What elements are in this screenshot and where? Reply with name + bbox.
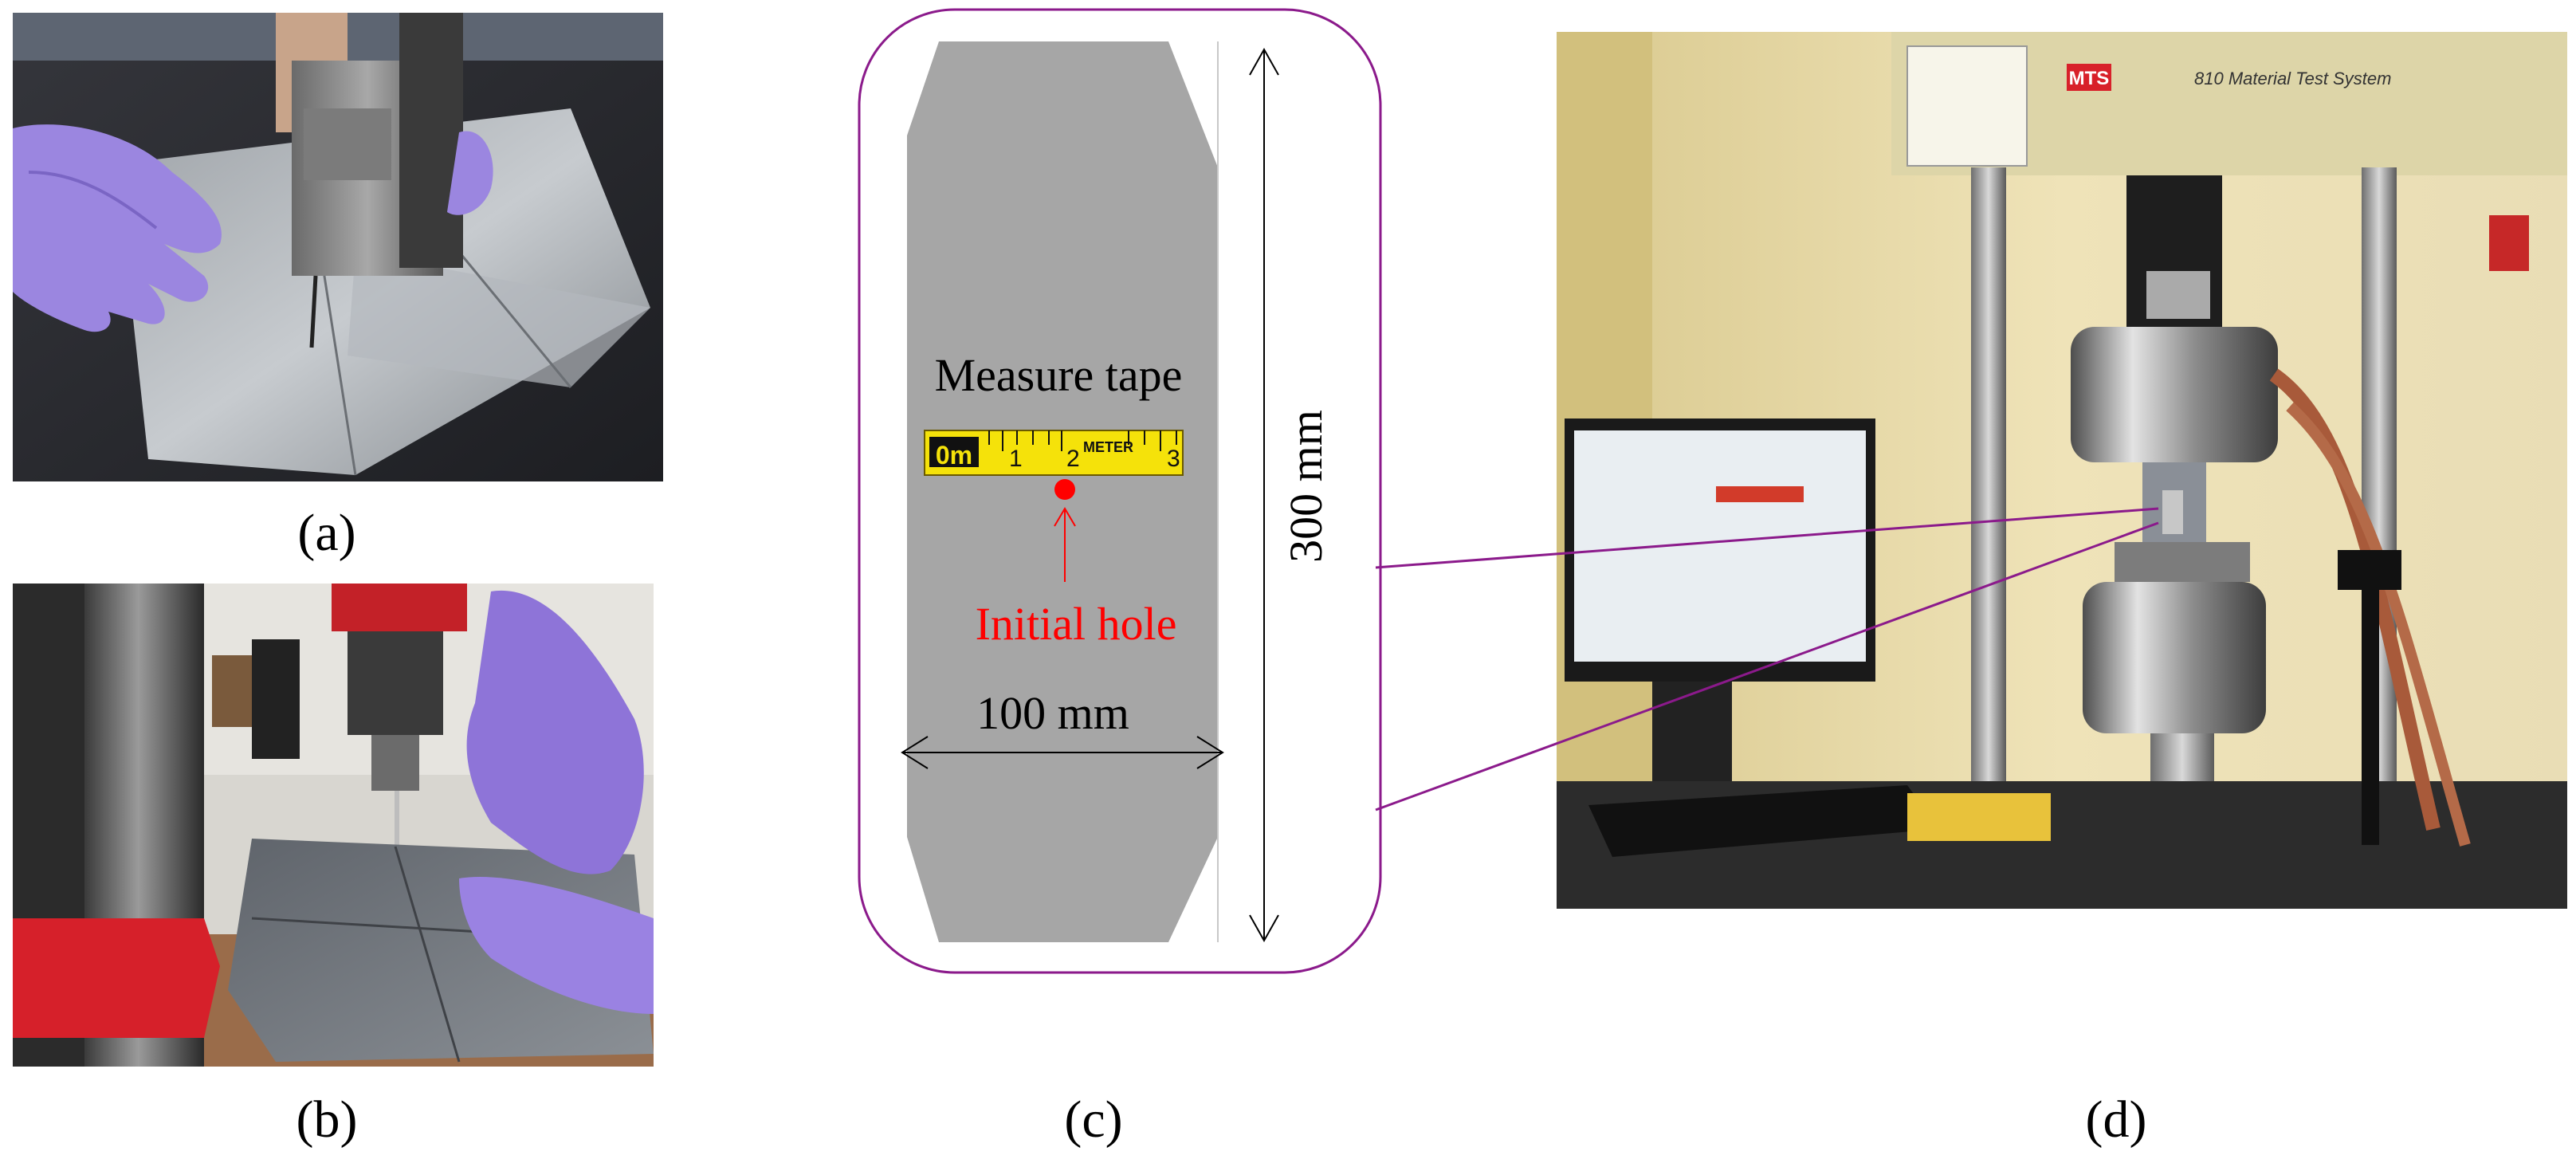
tape-mark-1: 1: [1009, 446, 1023, 472]
caption-b: (b): [296, 1090, 358, 1149]
mts-badge-bg: [2067, 64, 2111, 91]
drill-chuck: [348, 631, 443, 735]
hole-arrow-head: [1054, 507, 1076, 527]
tape-mark-3: 3: [1167, 446, 1180, 472]
red-base-clamp: [13, 918, 220, 1038]
width-label: 100 mm: [976, 687, 1129, 739]
hole-label: Initial hole: [976, 598, 1177, 650]
tape-mark-2: 2: [1066, 446, 1080, 472]
initial-hole-dot: [1054, 479, 1075, 500]
caption-a: (a): [297, 504, 356, 562]
measure-tape: 0m 1 2 METER 3: [924, 430, 1184, 476]
tape-label: Measure tape: [935, 349, 1183, 401]
caption-d: (d): [2085, 1090, 2147, 1149]
tape-mark-0: 0m: [936, 441, 972, 470]
photo-band-saw-cutting: [13, 13, 663, 481]
left-column: [1971, 167, 2006, 885]
lower-grip: [2083, 582, 2266, 733]
tape-mark-meter: METER: [1083, 439, 1133, 455]
mts-system-name: 810 Material Test System: [2194, 69, 2391, 88]
upper-grip: [2071, 327, 2278, 462]
upper-glove: [466, 590, 644, 874]
photo-mts-test-machine: MTS 810 Material Test System: [1557, 32, 2567, 909]
callout-frame: [858, 8, 1382, 974]
photo-drill-press: [13, 584, 654, 1067]
lower-glove: [459, 877, 654, 1014]
specimen-diagram: Measure tape 0m 1 2 METER 3: [858, 8, 1382, 974]
length-label: 300 mm: [1280, 410, 1332, 563]
mts-badge: MTS: [2069, 68, 2110, 89]
right-glove: [447, 131, 493, 215]
caption-c: (c): [1064, 1090, 1123, 1149]
